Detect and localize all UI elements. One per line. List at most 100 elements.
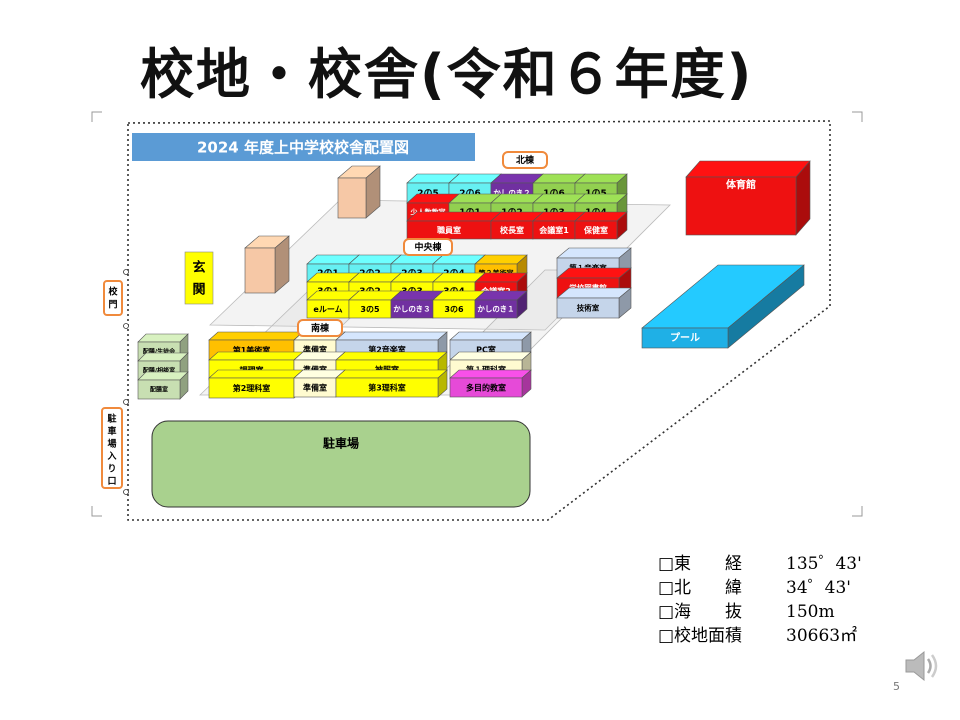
room-label: 第1美術室 bbox=[233, 345, 271, 355]
room-label: かしのき３ bbox=[393, 305, 430, 314]
room-block: 多目的教室 bbox=[449, 369, 532, 398]
block-top bbox=[556, 247, 632, 259]
block-top bbox=[556, 287, 632, 299]
info-value: 150m bbox=[786, 602, 835, 622]
block-front bbox=[449, 377, 523, 398]
block-front bbox=[337, 177, 367, 219]
block-front bbox=[685, 176, 797, 236]
site-boundary bbox=[127, 120, 831, 521]
block-front bbox=[474, 299, 518, 319]
page-number: 5 bbox=[893, 680, 900, 693]
pool-label: プール bbox=[670, 331, 700, 344]
block-front bbox=[574, 220, 618, 240]
room-block: かしのき１ bbox=[474, 290, 528, 319]
info-longitude: □東 経 135゜43' bbox=[658, 552, 862, 576]
pool-front bbox=[641, 327, 729, 349]
parking-label: 駐車場 bbox=[323, 436, 359, 451]
block-front bbox=[556, 297, 620, 319]
room-label: 第2音楽室 bbox=[368, 345, 406, 355]
room-label: 学校図書館 bbox=[569, 283, 607, 293]
room-block: 職員室 bbox=[406, 211, 502, 240]
info-altitude: □海 抜 150m bbox=[658, 600, 862, 624]
room-label: 被服室 bbox=[375, 365, 399, 375]
block-front bbox=[244, 247, 276, 294]
wing-label-center: 中央棟 bbox=[414, 241, 442, 253]
wing-label-north-frame bbox=[502, 151, 548, 169]
wing-label-south: 南棟 bbox=[311, 322, 330, 334]
room-label: かしのき１ bbox=[477, 305, 514, 314]
block-top bbox=[406, 211, 502, 222]
block-top bbox=[137, 352, 189, 362]
block-top bbox=[137, 371, 189, 381]
info-value: 135゜43' bbox=[786, 554, 862, 574]
room-label: かしのき２ bbox=[493, 189, 530, 198]
room-label: 3の6 bbox=[444, 305, 464, 314]
crop-mark bbox=[91, 506, 102, 517]
crop-mark bbox=[852, 111, 863, 122]
room-block: 技術室 bbox=[556, 287, 632, 319]
entrance-label: 玄 bbox=[192, 260, 205, 276]
room-label: 2の6 bbox=[459, 188, 481, 199]
parking-entrance-label: 入 bbox=[106, 451, 116, 462]
slide-title: 校地・校舎(令和６年度) bbox=[140, 43, 754, 106]
room-label: 2の5 bbox=[417, 188, 439, 199]
room-label: 準備室 bbox=[303, 345, 327, 355]
school-gate-frame bbox=[103, 280, 123, 316]
banner-box bbox=[130, 131, 477, 163]
stair-tower bbox=[337, 165, 381, 219]
room-label: 配膳室 bbox=[150, 386, 168, 394]
room-label: 第3理科室 bbox=[368, 383, 406, 393]
info-area: □校地面積 30663㎡ bbox=[658, 624, 862, 648]
parking-entrance-label: 口 bbox=[107, 476, 116, 487]
room-label: 1の6 bbox=[543, 188, 565, 199]
info-value: 34゜43' bbox=[786, 578, 851, 598]
block-top bbox=[556, 267, 632, 279]
gym-block bbox=[685, 160, 811, 236]
gate-post bbox=[123, 399, 129, 405]
school-gate-label: 校 bbox=[108, 286, 118, 298]
room-label: 3の5 bbox=[360, 305, 380, 314]
wing-label-center-frame bbox=[403, 238, 453, 256]
block-top bbox=[449, 351, 532, 361]
room-block: 保健室 bbox=[574, 211, 628, 240]
info-label: □海 抜 bbox=[658, 602, 743, 622]
info-latitude: □北 緯 34゜43' bbox=[658, 576, 862, 600]
speaker-icon[interactable] bbox=[902, 644, 942, 688]
room-label: 会議室1 bbox=[539, 225, 569, 235]
gym-label: 体育館 bbox=[726, 178, 756, 191]
block-top bbox=[449, 331, 532, 341]
info-label: □北 緯 bbox=[658, 578, 743, 598]
block-top bbox=[208, 351, 304, 361]
room-label: 1の5 bbox=[585, 188, 607, 199]
parking-entrance-frame bbox=[101, 407, 123, 489]
room-label: 第2理科室 bbox=[233, 383, 271, 393]
gate-post bbox=[123, 323, 129, 329]
gate-post bbox=[123, 269, 129, 275]
info-label: □校地面積 bbox=[658, 626, 743, 646]
room-label: 第１音楽室 bbox=[569, 263, 607, 273]
info-value: 30663㎡ bbox=[786, 626, 858, 646]
room-label: 配膳/相談室 bbox=[143, 367, 175, 375]
block-top bbox=[685, 160, 811, 178]
block-top bbox=[335, 351, 448, 361]
parking-entrance-label: 駐 bbox=[107, 413, 116, 425]
wing-label-south-frame bbox=[297, 319, 343, 337]
room-block: 第3理科室 bbox=[335, 369, 448, 398]
room-block: 第2理科室 bbox=[208, 369, 304, 399]
block-top bbox=[137, 333, 189, 343]
parking-entrance-label: り bbox=[107, 464, 116, 475]
room-block: eルーム bbox=[306, 290, 360, 319]
block-top bbox=[208, 331, 304, 341]
room-block: 配膳室 bbox=[137, 371, 189, 400]
wing-label-north: 北棟 bbox=[516, 154, 535, 166]
block-top bbox=[449, 369, 532, 379]
banner-title: 2024 年度上中学校校舎配置図 bbox=[197, 139, 409, 157]
entrance-box bbox=[184, 251, 214, 305]
parking-entrance-label: 車 bbox=[107, 425, 116, 437]
room-block: 配膳/生徒会 bbox=[137, 333, 189, 362]
block-front bbox=[335, 377, 439, 398]
block-front bbox=[137, 379, 181, 400]
entrance-label: 関 bbox=[192, 283, 205, 298]
block-top bbox=[208, 369, 304, 379]
